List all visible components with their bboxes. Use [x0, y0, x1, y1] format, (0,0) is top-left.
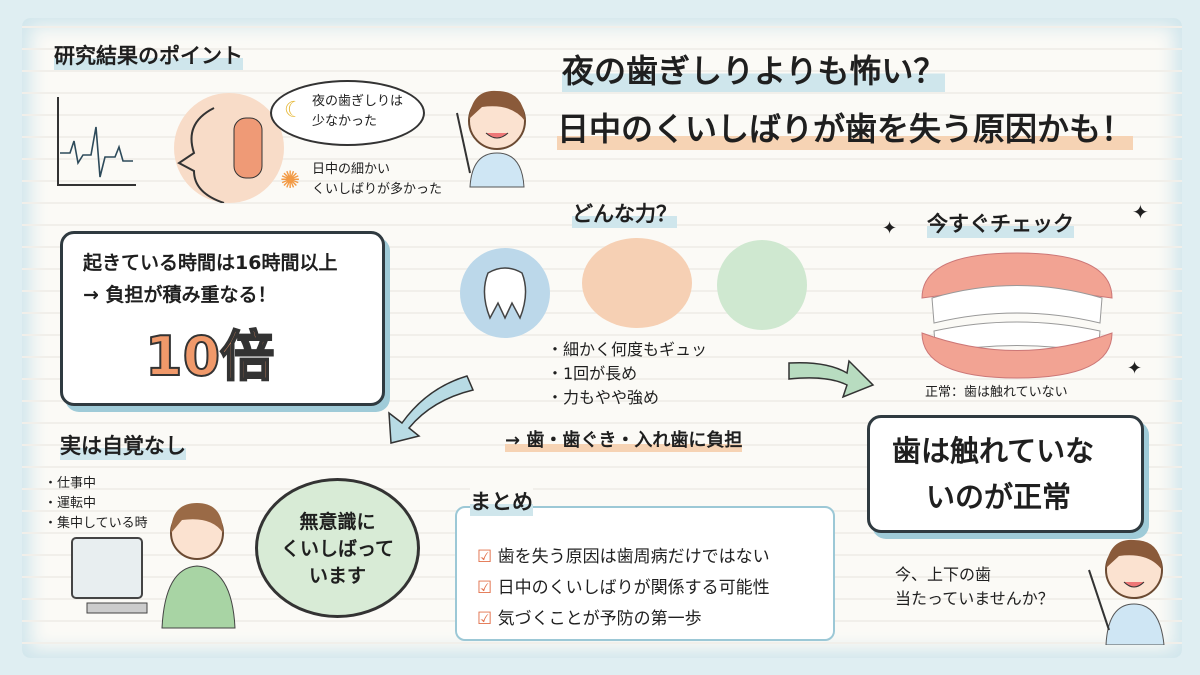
- check-icon: ☑: [477, 547, 498, 567]
- summary-text: 歯を失う原因は歯周病だけではない: [497, 547, 770, 567]
- nurse-icon: [1088, 539, 1165, 645]
- bubble-line: います: [308, 565, 366, 587]
- bubble-line: 歯は触れていな: [892, 434, 1095, 468]
- title-line2: 日中のくいしばりが歯を失う原因かも！: [557, 104, 1134, 150]
- woman-at-computer-icon: [71, 503, 236, 629]
- tooth-crack-icon: [460, 248, 550, 338]
- summary-item: ☑ 日中のくいしばりが関係する可能性: [477, 573, 770, 604]
- nurse-icon: [456, 90, 526, 188]
- sparkle-icon: ✦: [1127, 358, 1143, 379]
- force-result: → 歯・歯ぐき・入れ歯に負担: [505, 426, 743, 452]
- summary-box: ☑ 歯を失う原因は歯周病だけではない ☑ 日中のくいしばりが関係する可能性 ☑ …: [455, 506, 835, 641]
- summary-text: 日中のくいしばりが関係する可能性: [497, 578, 770, 598]
- situation-item: ・仕事中: [44, 476, 97, 491]
- night-line: 夜の歯ぎしりは: [312, 94, 404, 109]
- bubble-line: いのが正常: [926, 480, 1072, 514]
- situation-item: ・集中している時: [44, 516, 148, 531]
- bubble-line: くいしばって: [280, 538, 395, 560]
- check-caption: 正常：歯は触れていない: [925, 385, 1068, 400]
- arrow-right-icon: [788, 359, 875, 399]
- jaw-joint-icon: [717, 240, 807, 330]
- day-line: 日中の細かい: [312, 162, 391, 177]
- research-illustration: [57, 93, 284, 203]
- moon-icon: ☾: [284, 98, 304, 123]
- summary-item: ☑ 歯を失う原因は歯周病だけではない: [477, 542, 770, 573]
- day-line: くいしばりが多かった: [312, 182, 443, 197]
- awake-line1: 起きている時間は16時間以上: [83, 252, 338, 274]
- unaware-bubble: 無意識に くいしばって います: [255, 478, 420, 618]
- check-icon: ☑: [477, 609, 498, 629]
- sun-icon: ✺: [280, 166, 301, 194]
- infographic: 研究結果のポイント ☾ 夜の歯ぎしりは 少なかった ✺ 日中の細かい くいしばり…: [22, 18, 1182, 658]
- awake-box: 起きている時間は16時間以上 → 負担が積み重なる！ 10倍: [60, 231, 385, 406]
- force-bullet: ・細かく何度もギュッ: [547, 340, 708, 359]
- summary-heading: まとめ: [470, 486, 533, 516]
- research-heading: 研究結果のポイント: [54, 40, 243, 70]
- sparkle-icon: ✦: [882, 218, 898, 239]
- force-heading: どんな力？: [572, 198, 677, 228]
- sparkle-icon: ✦: [1132, 200, 1149, 224]
- summary-item: ☑ 気づくことが予防の第一歩: [477, 604, 770, 635]
- check-icon: ☑: [477, 578, 498, 598]
- awake-line2: → 負担が積み重なる！: [83, 284, 277, 306]
- unaware-heading: 実は自覚なし: [60, 430, 186, 460]
- situation-item: ・運転中: [44, 496, 97, 511]
- multiplier: 10倍: [144, 324, 275, 389]
- normal-teeth-icon: [921, 252, 1113, 379]
- force-bullet: ・1回が長め: [547, 364, 638, 383]
- night-bubble: ☾ 夜の歯ぎしりは 少なかった: [270, 80, 425, 146]
- night-line: 少なかった: [312, 114, 378, 129]
- summary-text: 気づくことが予防の第一歩: [497, 609, 702, 629]
- check-heading: 今すぐチェック: [927, 208, 1074, 238]
- title-line1: 夜の歯ぎしりよりも怖い？: [562, 46, 946, 92]
- question-line: 当たっていませんか？: [895, 589, 1054, 608]
- clenched-teeth-icon: [582, 238, 692, 328]
- check-bubble: 歯は触れていな いのが正常: [867, 415, 1144, 533]
- force-bullet: ・力もやや強め: [547, 388, 660, 407]
- question-line: 今、上下の歯: [895, 565, 992, 584]
- bubble-line: 無意識に: [299, 511, 376, 533]
- arrow-left-icon: [388, 375, 475, 444]
